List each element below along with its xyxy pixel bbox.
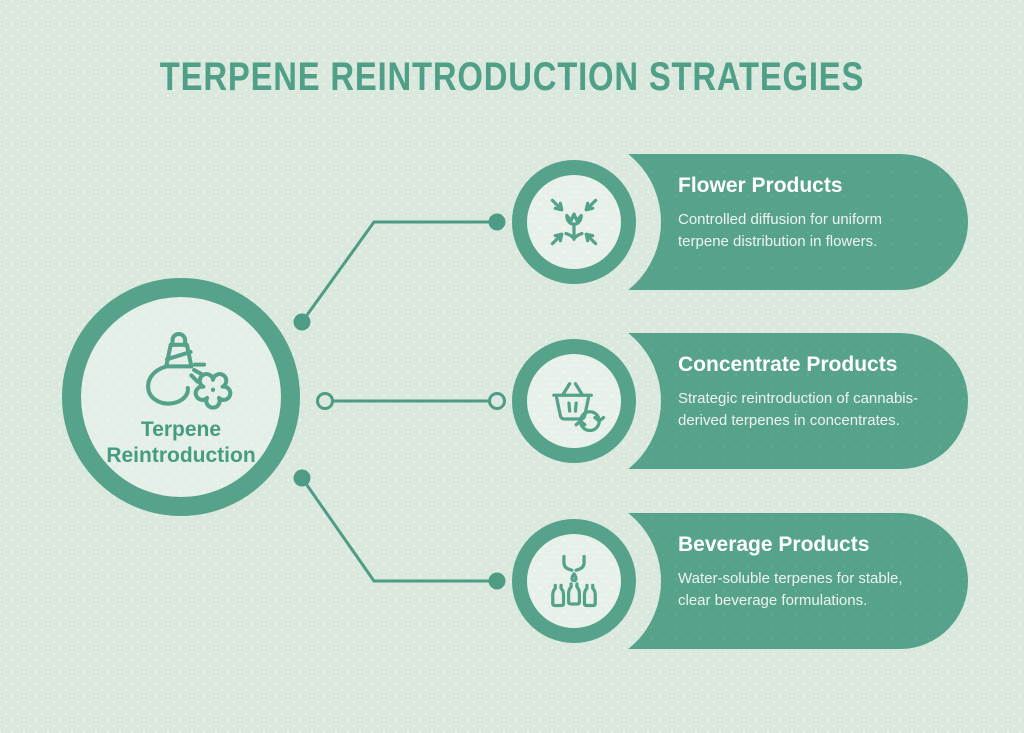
branch-title: Flower Products <box>678 174 843 197</box>
badge-flower <box>512 160 636 284</box>
branch-title: Concentrate Products <box>678 353 898 376</box>
branch-description: Controlled diffusion for uniform terpene… <box>678 211 882 250</box>
badge-beverage <box>512 519 636 643</box>
atomizer-flower-icon <box>145 331 232 410</box>
branch-description: Strategic reintroduction of cannabis-der… <box>678 390 919 429</box>
bottles-droplet-icon <box>551 554 597 608</box>
branch-title: Beverage Products <box>678 533 870 556</box>
page-title: TERPENE REINTRODUCTION STRATEGIES <box>159 55 865 99</box>
center-node: Terpene Reintroduction <box>62 278 300 516</box>
center-label: Terpene Reintroduction <box>106 417 255 470</box>
flower-diffusion-icon <box>550 198 598 246</box>
badge-concentrate <box>512 339 636 463</box>
branch-description: Water-soluble terpenes for stable, clear… <box>678 570 903 609</box>
center-label-line1: Terpene <box>140 418 222 441</box>
center-label-line2: Reintroduction <box>106 444 256 468</box>
basket-recycle-icon <box>552 382 606 433</box>
